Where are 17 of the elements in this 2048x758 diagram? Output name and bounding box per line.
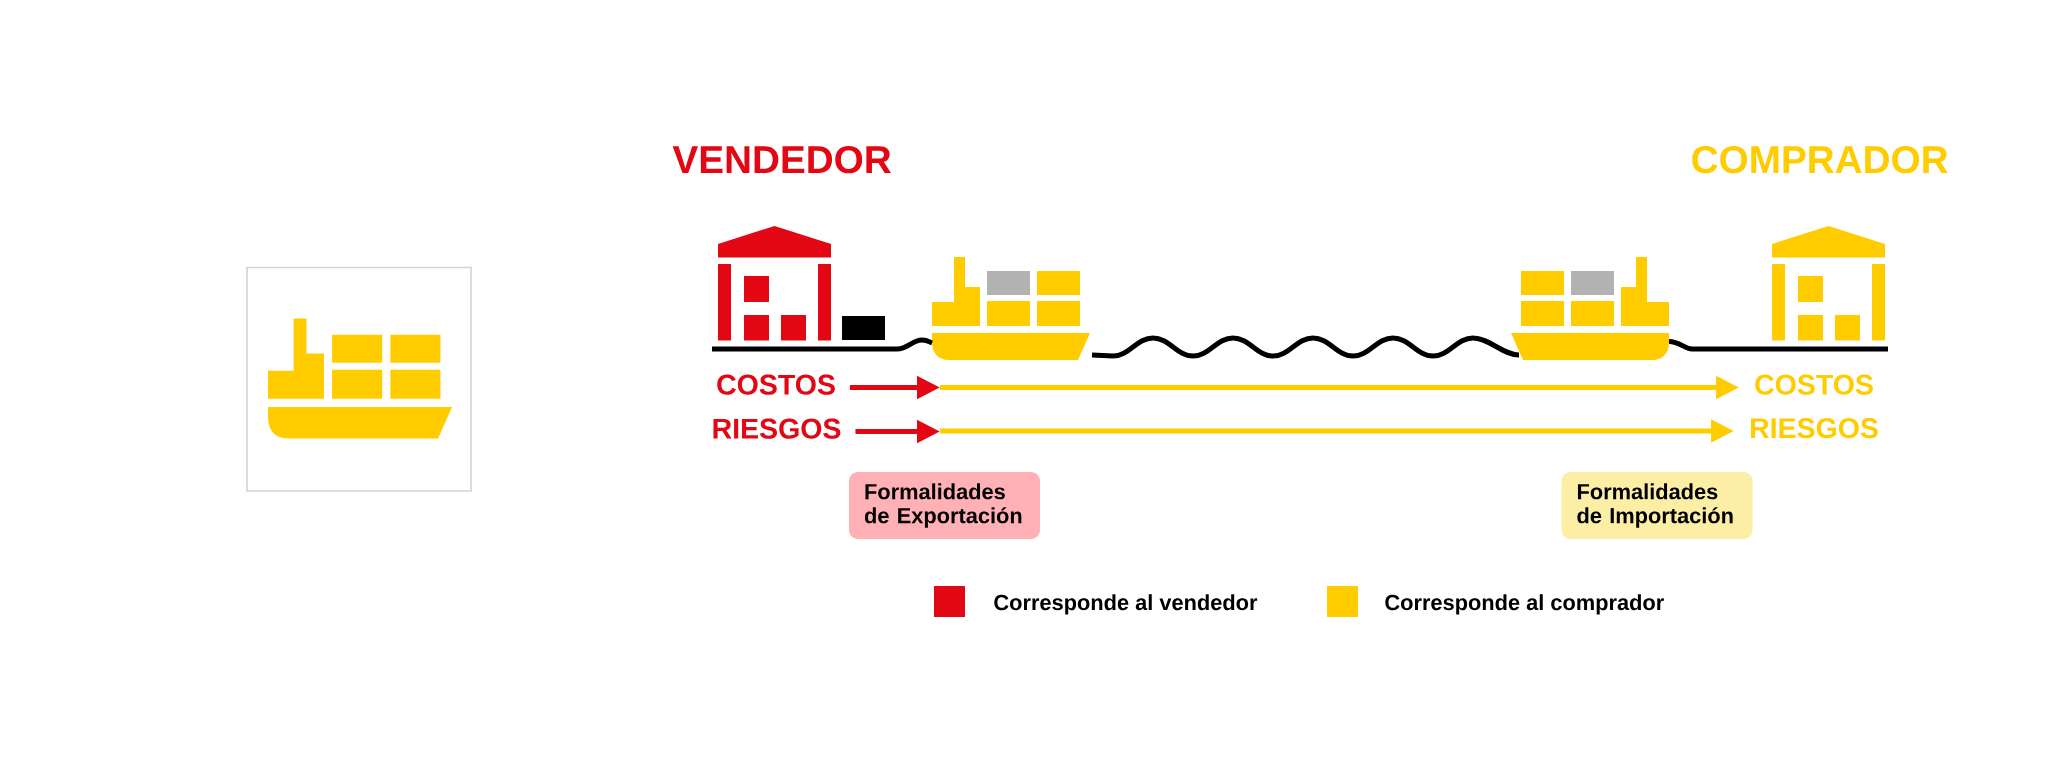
row-label: RIESGOS	[713, 418, 841, 439]
wave-line	[1091, 335, 1520, 359]
party-heading: COMPRADOR	[1692, 145, 1948, 174]
ground-line	[712, 337, 934, 352]
ground-line	[1668, 339, 1888, 352]
ship-icon	[932, 257, 1090, 360]
party-heading: VENDEDOR	[672, 145, 891, 174]
warehouse-icon	[1772, 226, 1885, 341]
row-label: COSTOS	[717, 374, 835, 395]
legend-text: Corresponde al comprador	[1385, 594, 1664, 615]
ship-icon	[1511, 257, 1669, 360]
row-label: COSTOS	[1755, 374, 1873, 395]
formalities-box: Formalidades de Exportación	[849, 472, 1040, 539]
warehouse-icon	[718, 226, 831, 341]
legend-text: Corresponde al vendedor	[994, 594, 1258, 615]
formalities-box: Formalidades de Importación	[1561, 472, 1753, 539]
row-label: RIESGOS	[1751, 418, 1878, 439]
